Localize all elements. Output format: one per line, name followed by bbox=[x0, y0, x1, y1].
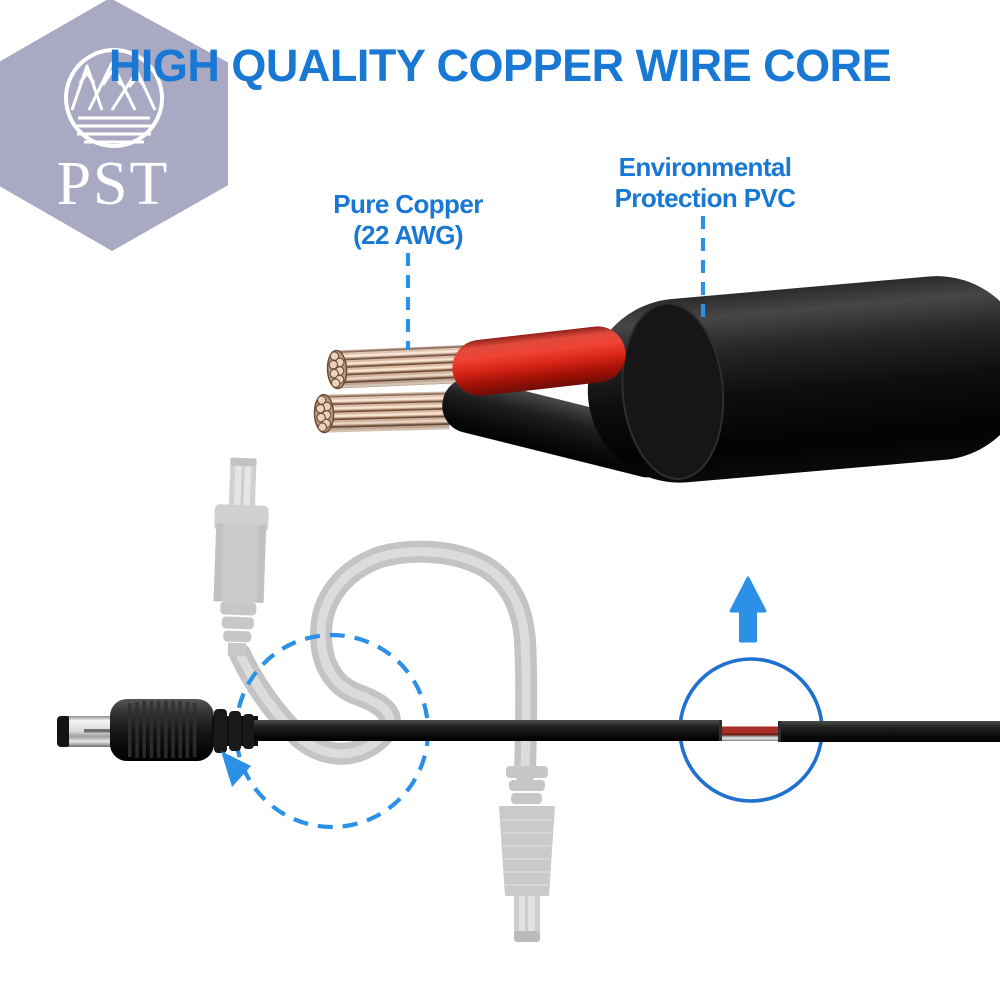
pst-mountain-logo-icon bbox=[64, 48, 164, 148]
plug-body bbox=[110, 699, 214, 761]
headline: HIGH QUALITY COPPER WIRE CORE bbox=[108, 40, 892, 91]
rotation-arrow-icon bbox=[221, 751, 251, 787]
callout-pure-copper: Pure Copper (22 AWG) bbox=[288, 189, 528, 251]
cable-cut-face bbox=[621, 302, 725, 481]
copper-strands-bottom bbox=[313, 391, 450, 434]
plug-knurling bbox=[128, 701, 197, 758]
callout-pure-copper-line1: Pure Copper bbox=[333, 189, 483, 219]
callout-pvc: Environmental Protection PVC bbox=[585, 152, 825, 214]
plug-tip bbox=[57, 716, 71, 747]
brand-text: PST bbox=[56, 150, 170, 218]
up-arrow-icon bbox=[729, 576, 767, 643]
callout-pvc-line1: Environmental bbox=[618, 152, 792, 182]
ghost-cable-assembly bbox=[213, 457, 555, 942]
main-cable-jacket bbox=[587, 276, 1000, 483]
dc-cable bbox=[254, 720, 1000, 742]
red-inner-wire bbox=[452, 326, 626, 396]
cable-cutaway bbox=[313, 276, 1000, 483]
stripped-red-wire bbox=[722, 726, 779, 736]
dc-plug bbox=[57, 699, 258, 761]
callout-pvc-line2: Protection PVC bbox=[614, 183, 796, 213]
callout-pure-copper-line2: (22 AWG) bbox=[353, 220, 463, 250]
copper-strands-top bbox=[326, 344, 467, 390]
brand-badge: PST bbox=[0, 0, 228, 251]
ghost-dc-plug-up bbox=[213, 457, 269, 657]
ghost-dc-plug-down bbox=[499, 766, 555, 942]
ghost-cable-highlight bbox=[235, 547, 531, 777]
plug-strain-relief bbox=[214, 709, 254, 753]
stripped-wire-section bbox=[722, 726, 779, 741]
